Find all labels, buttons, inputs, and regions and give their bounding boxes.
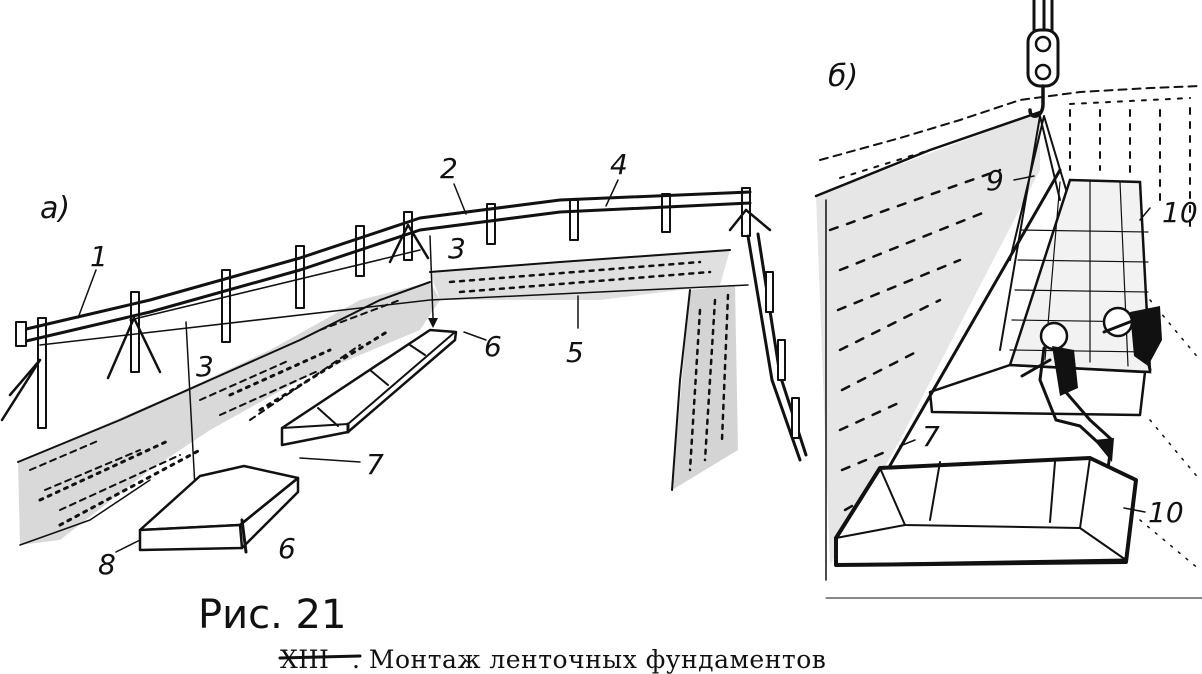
fence-rails bbox=[15, 190, 808, 462]
callout-2: 2 bbox=[440, 152, 458, 185]
trench-right-wall bbox=[671, 285, 738, 491]
placed-block bbox=[834, 456, 1138, 567]
callout-3-left: 3 bbox=[196, 350, 214, 383]
foundation-block-lower bbox=[138, 464, 300, 554]
panel-b-label: б) bbox=[828, 59, 858, 94]
callout-4: 4 bbox=[610, 148, 628, 181]
panel-a-drawing: а) 1 2 4 3 3 5 6 7 6 8 bbox=[0, 148, 808, 581]
trench-back-wall bbox=[429, 249, 731, 300]
callout-6-bottom: 6 bbox=[278, 532, 296, 565]
worker-standing bbox=[1102, 306, 1162, 372]
callout-10-bottom: 10 bbox=[1148, 496, 1184, 529]
callout-5: 5 bbox=[566, 336, 584, 369]
handwritten-figure-label: Рис. 21 bbox=[198, 592, 346, 638]
leader-lines-a bbox=[77, 179, 619, 553]
panel-b-drawing: б) 9 10 7 10 bbox=[814, 0, 1201, 581]
trench-left-wall bbox=[17, 281, 440, 546]
callout-7: 7 bbox=[366, 448, 384, 481]
callout-3-right: 3 bbox=[448, 232, 466, 265]
worker-kneeling bbox=[1020, 321, 1114, 470]
callout-1: 1 bbox=[90, 240, 108, 273]
callout-9: 9 bbox=[986, 164, 1004, 197]
fence-braces bbox=[0, 208, 772, 422]
caption-struck-number: XIII bbox=[280, 645, 329, 674]
ground-surface bbox=[819, 85, 1201, 179]
callout-7-b: 7 bbox=[922, 420, 940, 453]
callout-6-top: 6 bbox=[484, 330, 502, 363]
crane-hook bbox=[1026, 0, 1060, 118]
pit-wall bbox=[814, 110, 1042, 581]
caption: XIII . Монтаж ленточных фундаментов bbox=[278, 645, 826, 674]
callout-8: 8 bbox=[98, 548, 116, 581]
foundation-blocks-upper bbox=[280, 328, 458, 447]
panel-a-label: а) bbox=[40, 191, 70, 226]
caption-text: . Монтаж ленточных фундаментов bbox=[352, 645, 826, 674]
callout-10-top: 10 bbox=[1162, 196, 1198, 229]
leader-lines-b bbox=[899, 175, 1151, 513]
pit-wall-right bbox=[1069, 107, 1201, 571]
